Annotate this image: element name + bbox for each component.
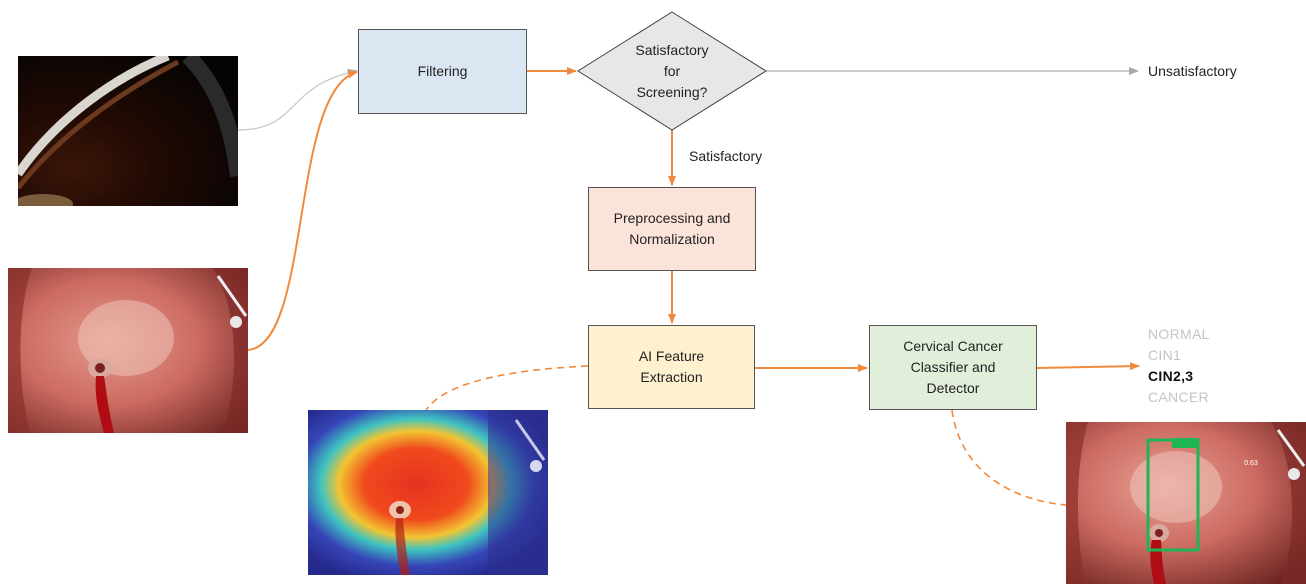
connector-photo2-to-filtering (247, 70, 358, 351)
detection-score: 0.63 (1244, 460, 1258, 467)
filtering-label: Filtering (417, 63, 468, 79)
heatmap-photo (308, 410, 548, 575)
satisfactory-label: Satisfactory (689, 148, 763, 164)
unsatisfactory-photo (18, 56, 238, 206)
classifier-label: Cervical Cancer Classifier and Detector (903, 338, 1003, 396)
preprocessing-label: Preprocessing and Normalization (613, 210, 731, 247)
dashed-link-feature-to-heatmap (424, 365, 589, 413)
class-cancer: CANCER (1148, 389, 1209, 405)
decision-diamond (577, 11, 767, 131)
cervix-photo (8, 268, 248, 433)
decision-label: Satisfactory for Screening? (635, 42, 709, 100)
class-cin1: CIN1 (1148, 347, 1182, 363)
class-cin2-3: CIN2,3 (1148, 368, 1194, 384)
feature-extraction-box: AI Feature Extraction (588, 325, 755, 409)
filtering-box: Filtering (358, 29, 527, 114)
connector-classifier-to-classes (1036, 362, 1140, 371)
feature-extraction-label: AI Feature Extraction (638, 348, 705, 385)
dashed-link-classifier-to-detection (951, 409, 1067, 506)
detection-photo: 0.63 (1066, 422, 1306, 584)
unsatisfactory-label: Unsatisfactory (1148, 63, 1237, 79)
preprocessing-box: Preprocessing and Normalization (588, 187, 756, 271)
classifier-box: Cervical Cancer Classifier and Detector (869, 325, 1037, 410)
class-normal: NORMAL (1148, 326, 1210, 342)
detection-score-tag (1172, 438, 1198, 448)
connector-photo1-to-filtering (237, 68, 358, 131)
